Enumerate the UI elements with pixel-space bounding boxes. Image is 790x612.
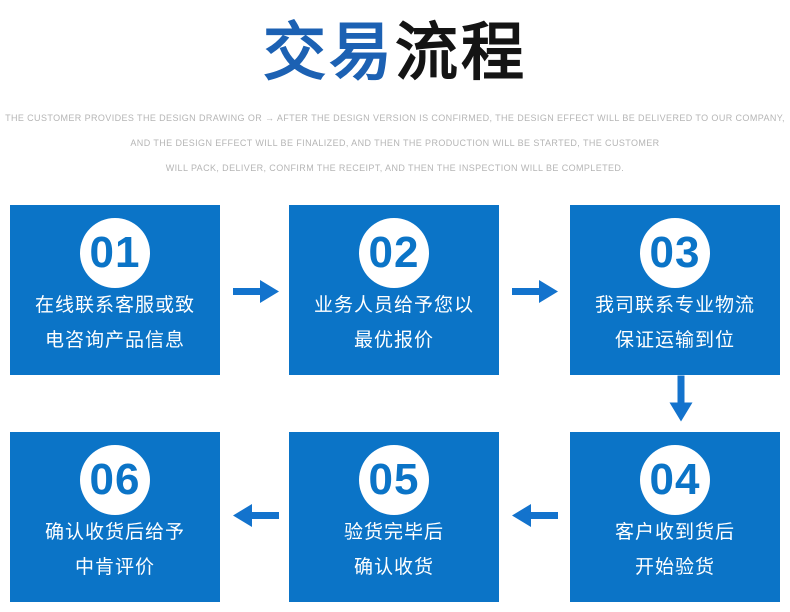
arrow-right-icon	[512, 280, 558, 303]
step-number-badge: 05	[359, 445, 429, 515]
subtitle-line-1: THE CUSTOMER PROVIDES THE DESIGN DRAWING…	[5, 113, 785, 123]
step-box-02: 02 业务人员给予您以 最优报价	[289, 205, 499, 375]
step-box-04: 04 客户收到货后 开始验货	[570, 432, 780, 602]
page-title: 交易流程	[0, 14, 790, 93]
step-number-badge: 01	[80, 218, 150, 288]
step-number: 06	[89, 455, 141, 504]
step-number: 01	[89, 228, 141, 277]
step-text-line: 保证运输到位	[614, 330, 735, 351]
step-text-line: 中肯评价	[74, 557, 155, 578]
arrow-right-icon	[233, 280, 279, 303]
step-number-badge: 02	[359, 218, 429, 288]
step-text-line: 我司联系专业物流	[594, 295, 755, 316]
title-part-black: 流程	[395, 18, 527, 88]
step-box-01: 01 在线联系客服或致 电咨询产品信息	[10, 205, 220, 375]
subtitle-line-2: AND THE DESIGN EFFECT WILL BE FINALIZED,…	[130, 138, 660, 148]
step-text-line: 最优报价	[353, 330, 434, 351]
arrow-down-icon	[669, 375, 693, 422]
step-text-line: 开始验货	[634, 557, 715, 578]
step-text-line: 电咨询产品信息	[44, 330, 185, 351]
step-number: 05	[368, 455, 420, 504]
arrow-left-icon	[233, 504, 279, 527]
step-number: 03	[649, 228, 701, 277]
step-number-badge: 04	[640, 445, 710, 515]
title-part-blue: 交易	[263, 18, 395, 88]
arrow-left-icon	[512, 504, 558, 527]
step-text-line: 确认收货后给予	[44, 522, 185, 543]
step-text-line: 验货完毕后	[343, 522, 444, 543]
step-text-line: 在线联系客服或致	[34, 295, 195, 316]
step-box-06: 06 确认收货后给予 中肯评价	[10, 432, 220, 602]
step-number-badge: 06	[80, 445, 150, 515]
step-number-badge: 03	[640, 218, 710, 288]
subtitle-line-3: WILL PACK, DELIVER, CONFIRM THE RECEIPT,…	[165, 163, 625, 173]
step-text-line: 业务人员给予您以	[313, 295, 474, 316]
step-number: 02	[368, 228, 420, 277]
step-number: 04	[649, 455, 701, 504]
step-box-05: 05 验货完毕后 确认收货	[289, 432, 499, 602]
step-text-line: 确认收货	[353, 557, 434, 578]
step-text-line: 客户收到货后	[614, 522, 735, 543]
step-box-03: 03 我司联系专业物流 保证运输到位	[570, 205, 780, 375]
subtitle: THE CUSTOMER PROVIDES THE DESIGN DRAWING…	[0, 113, 790, 188]
